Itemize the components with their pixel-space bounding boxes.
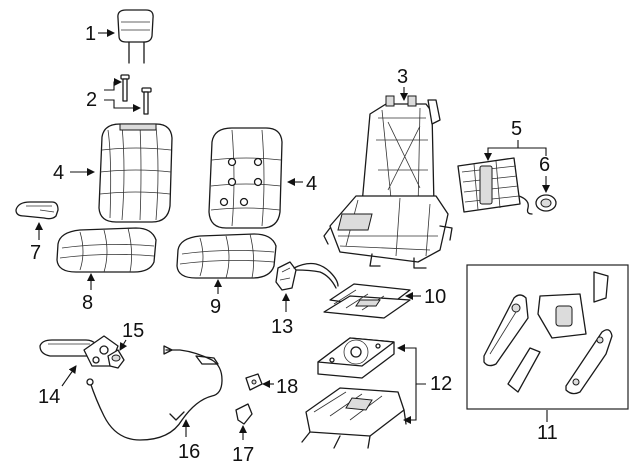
seatback-cover-right	[208, 127, 283, 229]
callout-15: 15	[122, 320, 144, 342]
callout-18: 18	[276, 376, 298, 398]
callout-8: 8	[82, 292, 93, 314]
callout-11: 11	[537, 422, 558, 444]
leader-14	[61, 365, 77, 387]
callout-2: 2	[86, 89, 97, 111]
swivel-plate	[317, 337, 395, 379]
seat-track	[323, 283, 411, 319]
leader-2b	[104, 99, 141, 112]
riser-base	[301, 387, 407, 449]
cushion-cover-left	[56, 227, 157, 273]
bracket	[235, 403, 253, 425]
callout-9: 9	[210, 296, 221, 318]
seat-frame	[323, 95, 453, 269]
side-trim	[15, 201, 59, 220]
callout-12: 12	[430, 373, 452, 395]
release-handle	[39, 335, 119, 367]
callout-6: 6	[539, 154, 550, 176]
leader-2a	[104, 78, 122, 91]
callout-4-right: 4	[306, 173, 317, 195]
callout-13: 13	[271, 316, 293, 338]
callout-4-left: 4	[53, 162, 64, 184]
callout-7: 7	[30, 242, 41, 264]
leader-5b	[518, 147, 547, 156]
knob	[535, 194, 557, 212]
callout-1: 1	[85, 23, 96, 45]
bushing	[107, 349, 125, 369]
leader-5a	[484, 140, 519, 161]
lumbar-support	[457, 157, 533, 215]
cable-clip	[245, 373, 263, 391]
callout-16: 16	[178, 441, 200, 463]
seatback-cover-left	[98, 123, 173, 223]
callout-5: 5	[511, 118, 522, 140]
recliner-kit	[483, 271, 613, 395]
callout-14: 14	[38, 386, 60, 408]
headrest	[117, 9, 154, 64]
release-cable	[86, 345, 223, 441]
wire-harness	[275, 261, 339, 291]
leader-12a	[397, 344, 426, 385]
leader-12b	[403, 384, 417, 424]
cushion-cover-right	[176, 233, 277, 279]
callout-17: 17	[232, 444, 254, 466]
callout-3: 3	[397, 66, 408, 88]
callout-10: 10	[424, 286, 446, 308]
leader-15	[119, 339, 128, 351]
headrest-guides	[120, 74, 152, 115]
